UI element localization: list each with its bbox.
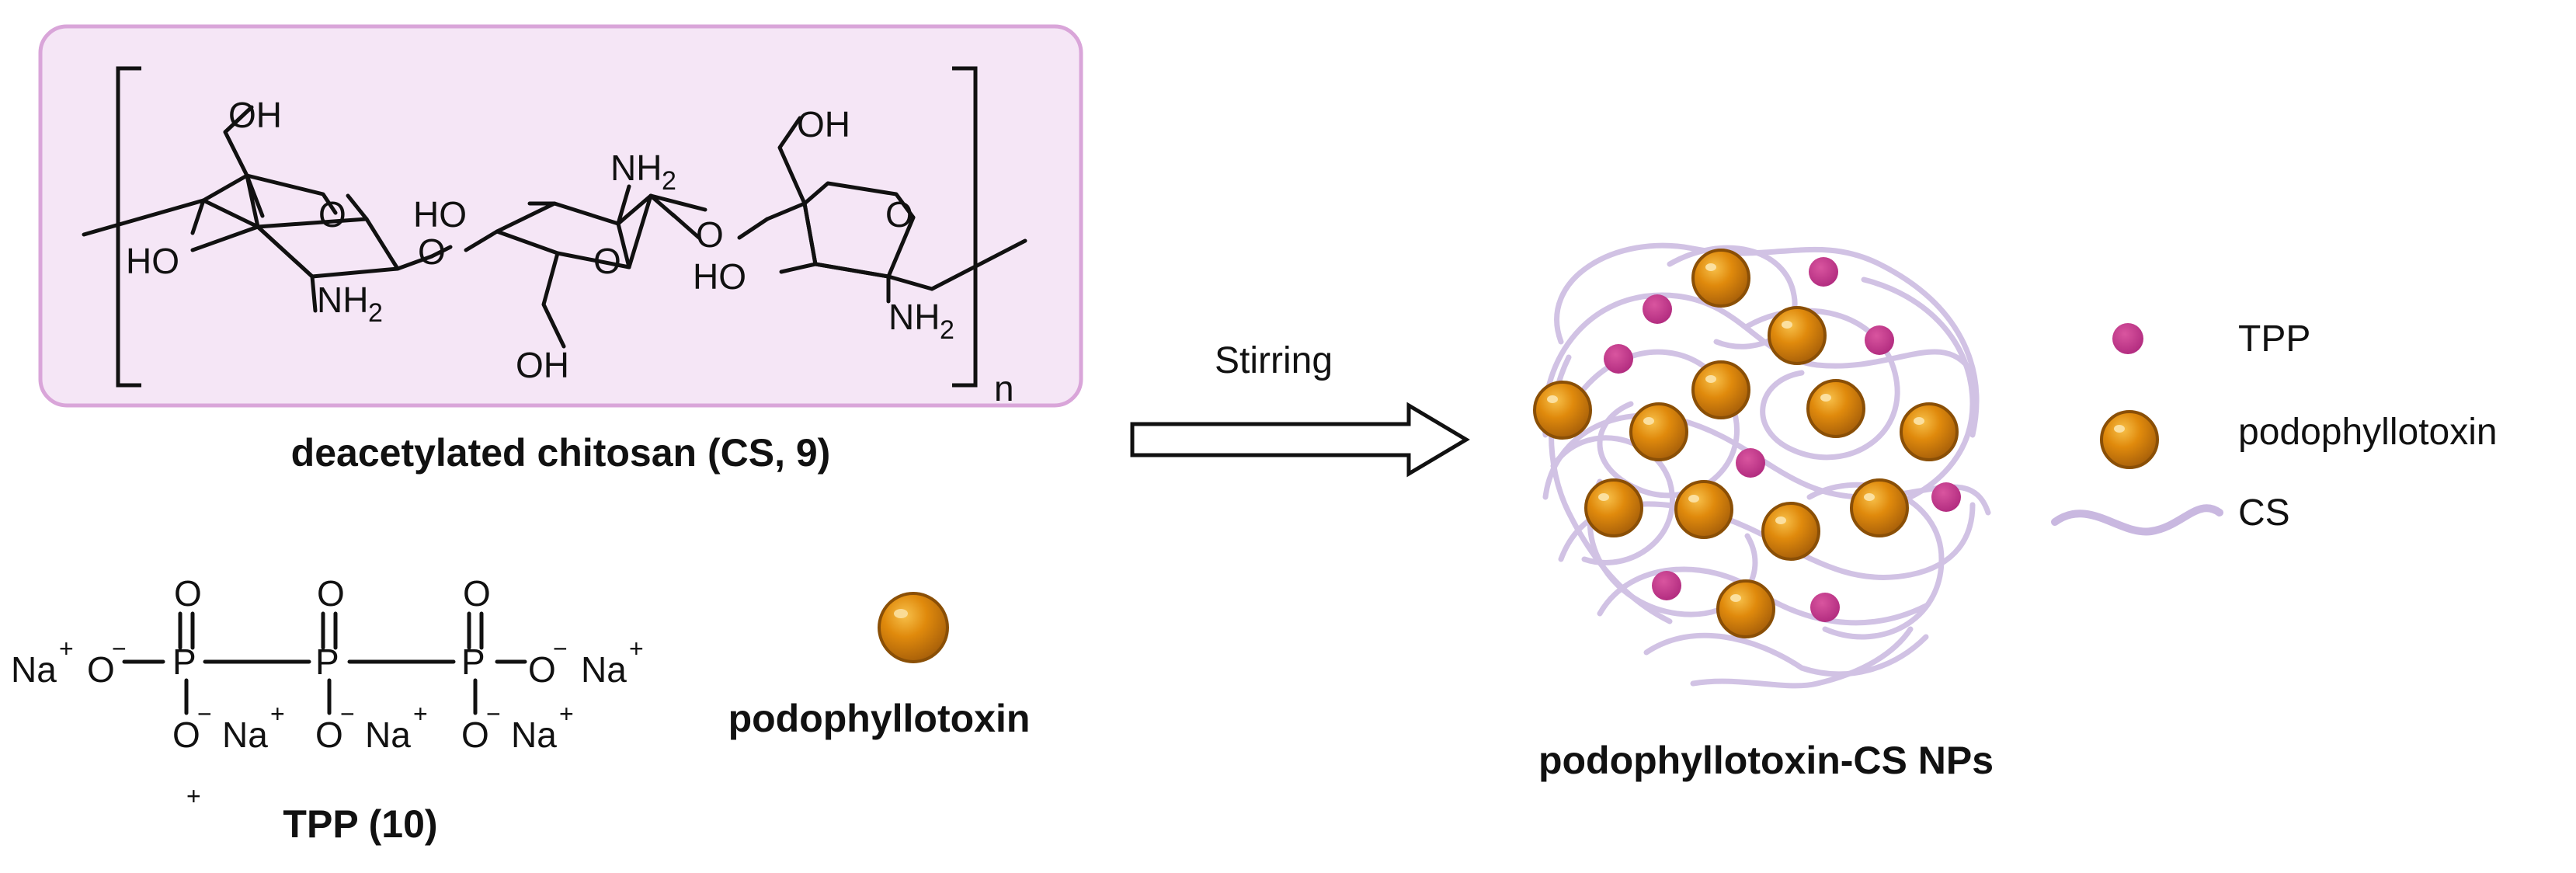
podophyllotoxin-sphere	[1761, 502, 1820, 561]
podophyllotoxin-sphere	[1674, 480, 1733, 539]
product-caption: podophyllotoxin-CS NPs	[1538, 739, 1994, 782]
label-oh-bottom-mid: OH	[516, 345, 569, 385]
podophyllotoxin-sphere	[1716, 579, 1775, 638]
label-nh2-mid-sub: 2	[662, 166, 676, 196]
tpp-o-bottom1-minus: −	[197, 700, 212, 728]
tpp-na-bottom3-plus: +	[559, 700, 574, 728]
podophyllotoxin-sphere	[1691, 360, 1750, 419]
label-ho-mid: HO	[413, 194, 467, 235]
orange-sphere-icon	[2100, 410, 2159, 469]
label-nh2-mid: NH	[610, 148, 662, 188]
legend: TPP podophyllotoxin CS	[2051, 318, 2498, 536]
tpp-na-bottom3: Na	[511, 715, 557, 755]
tpp-na-left: Na	[11, 649, 57, 690]
legend-item-tpp: TPP	[2112, 318, 2310, 360]
tpp-p3: P	[461, 642, 485, 682]
label-o-link2: O	[696, 214, 724, 255]
podophyllotoxin-sphere	[1806, 379, 1865, 438]
tpp-structure: P P P O O O Na + O − O − Na + O − Na + O…	[11, 573, 644, 810]
label-oh-top-left: OH	[228, 95, 282, 135]
tpp-na-bottom2-plus: +	[413, 700, 428, 728]
legend-label-cs: CS	[2238, 492, 2290, 534]
label-o-ring3: O	[885, 194, 913, 235]
tpp-na-right: Na	[581, 649, 627, 690]
cs-strand-tangle	[1542, 242, 1991, 689]
label-nh2-left-sub: 2	[368, 298, 383, 328]
podophyllotoxin-sphere	[1850, 478, 1909, 537]
tpp-dot	[1736, 448, 1765, 478]
tpp-o-right: O	[528, 649, 556, 690]
legend-label-podophyllotoxin: podophyllotoxin	[2238, 412, 2498, 453]
podophyllotoxin-sphere	[1900, 402, 1959, 461]
tpp-dot	[1809, 257, 1838, 287]
tpp-na-bottom1: Na	[222, 715, 268, 755]
legend-item-podophyllotoxin: podophyllotoxin	[2100, 410, 2498, 469]
tpp-dot	[1865, 325, 1894, 355]
right-bracket	[952, 66, 978, 388]
podophyllotoxin-sphere	[1768, 306, 1827, 365]
np-podophyllotoxin-spheres	[1533, 249, 1959, 638]
label-o-ring2: O	[593, 241, 621, 281]
label-nh2-right-sub: 2	[940, 315, 954, 345]
label-oh-top-right: OH	[797, 104, 850, 144]
podophyllotoxin-sphere	[1691, 249, 1750, 308]
tpp-caption: TPP (10)	[283, 802, 437, 846]
tpp-p1: P	[172, 642, 196, 682]
np-tpp-dots	[1604, 257, 1961, 622]
tpp-na-bottom1-plus: +	[270, 700, 285, 728]
tpp-o-left-minus: −	[112, 635, 127, 663]
podophyllotoxin-sphere	[1533, 381, 1592, 440]
glycosidic-bond-1	[429, 229, 499, 259]
tpp-dot	[1652, 571, 1681, 600]
label-nh2-right: NH	[888, 297, 940, 337]
tpp-p2: P	[315, 642, 339, 682]
tpp-o-left: O	[87, 649, 115, 690]
tpp-na-left-plus: +	[59, 635, 74, 663]
ring-1	[82, 105, 434, 313]
tpp-na-bottom2: Na	[365, 715, 411, 755]
chitosan-caption: deacetylated chitosan (CS, 9)	[291, 431, 831, 475]
reaction-condition: Stirring	[1215, 340, 1333, 381]
magenta-dot-icon	[2112, 323, 2143, 354]
label-o-link1: O	[418, 231, 446, 272]
tpp-o-bottom3-minus: −	[486, 700, 501, 728]
reaction-arrow	[1130, 402, 1470, 478]
tpp-o-top3: O	[463, 573, 491, 614]
label-ho-right: HO	[693, 256, 746, 297]
chitosan-strand-icon	[2051, 504, 2223, 536]
podophyllotoxin-sphere	[1584, 478, 1643, 537]
tpp-dot	[1643, 294, 1672, 324]
tpp-na-right-plus: +	[629, 635, 644, 663]
label-ho-left: HO	[126, 241, 179, 281]
tpp-dot	[1931, 482, 1961, 512]
tpp-o-bottom2: O	[315, 715, 343, 755]
legend-item-cs: CS	[2051, 492, 2290, 536]
chitosan-highlight-box	[38, 24, 1083, 408]
tpp-o-right-minus: −	[553, 635, 568, 663]
ring-3	[765, 116, 1027, 304]
tpp-stray-plus: +	[186, 782, 201, 810]
podophyllotoxin-sphere	[1629, 402, 1688, 461]
tpp-o-bottom1: O	[172, 715, 200, 755]
tpp-dot	[1810, 593, 1840, 622]
ring-2	[495, 184, 707, 349]
podophyllotoxin-sphere-icon	[878, 592, 949, 663]
chitosan-structure: n	[38, 24, 1083, 409]
tpp-o-bottom2-minus: −	[340, 700, 355, 728]
tpp-o-top1: O	[174, 573, 202, 614]
glycosidic-bond-2	[670, 212, 770, 240]
tpp-dot	[1604, 344, 1633, 374]
legend-label-tpp: TPP	[2238, 318, 2310, 360]
podophyllotoxin-caption: podophyllotoxin	[728, 697, 1031, 740]
label-nh2-left: NH	[317, 280, 368, 320]
tpp-o-top2: O	[317, 573, 345, 614]
repeat-subscript-n: n	[994, 368, 1014, 409]
nanoparticle	[1533, 242, 1991, 689]
label-o-ring1: O	[318, 194, 346, 235]
tpp-o-bottom3: O	[461, 715, 489, 755]
